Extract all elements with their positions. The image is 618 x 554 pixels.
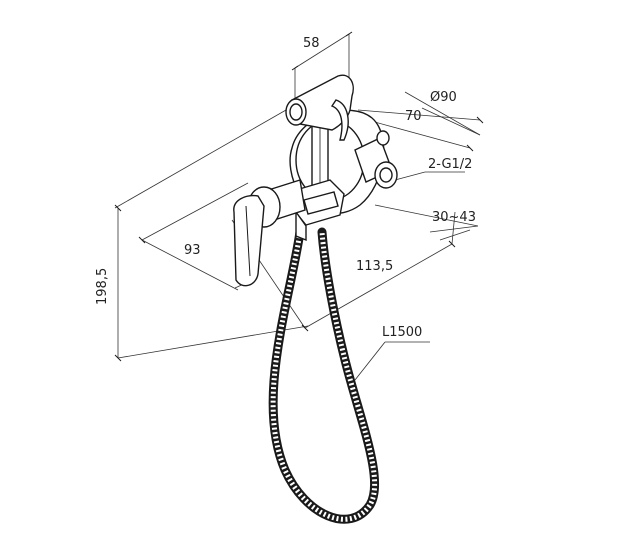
thread-outlet [354,130,398,189]
hose [268,227,380,524]
dim-body-length: 113,5 [356,259,393,274]
shower-bracket [293,179,345,242]
dim-thread-size: 2-G1/2 [428,157,472,172]
mixer-lever [233,194,265,287]
dim-lever-width: 93 [184,243,201,258]
dim-total-height: 198,5 [95,268,110,305]
dim-depth-70: 70 [405,109,422,124]
dim-hand-shower-length: 58 [303,36,320,51]
dimension-labels: 58 Ø90 70 2-G1/2 30~43 93 113,5 198,5 L1… [95,36,476,340]
dim-wall-adjust: 30~43 [432,210,476,225]
dimension-ticks [114,31,484,362]
dim-flange-diameter: Ø90 [430,90,457,105]
hand-shower [285,74,354,141]
dim-hose-length: L1500 [382,325,422,340]
